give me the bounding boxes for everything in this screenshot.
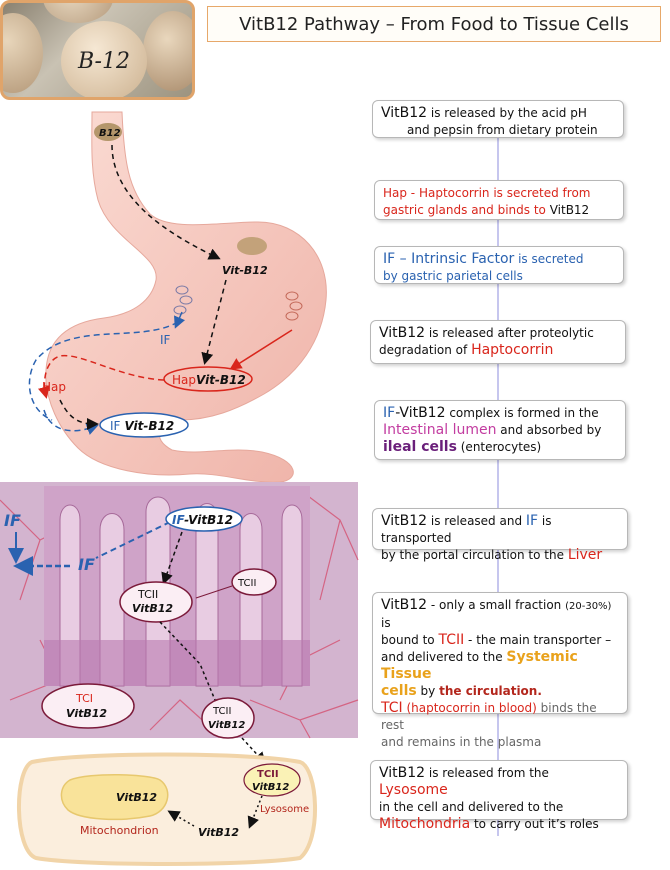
egg-main: B-12 bbox=[61, 21, 147, 97]
tcii-a-2: VitB12 bbox=[132, 602, 173, 615]
step-3: IF – Intrinsic Factor is secreted by gas… bbox=[374, 246, 624, 284]
step-2: Hap - Haptocorrin is secreted from gastr… bbox=[374, 180, 624, 220]
vit-from-lyso bbox=[247, 795, 263, 829]
svg-text:IF-VitB12: IF-VitB12 bbox=[172, 513, 233, 527]
lysosome-label: Lysosome bbox=[260, 804, 309, 815]
egg-right bbox=[143, 11, 192, 91]
if-vit-complex bbox=[99, 412, 189, 438]
tcii-vitb12-a bbox=[119, 581, 193, 623]
if-label-1: IF bbox=[160, 333, 171, 347]
if-left-label: IF bbox=[4, 511, 21, 530]
tcii-c-2: VitB12 bbox=[208, 720, 245, 731]
step-8: VitB12 is released from the Lysosome in … bbox=[370, 760, 628, 832]
vit-bottom: VitB12 bbox=[198, 826, 239, 839]
mito-vit: VitB12 bbox=[116, 791, 157, 804]
lyso-2: VitB12 bbox=[252, 782, 289, 793]
b12-label: B12 bbox=[99, 128, 121, 139]
if-loop-1 bbox=[28, 321, 179, 421]
page-title: VitB12 Pathway – From Food to Tissue Cel… bbox=[207, 6, 661, 42]
tcii-a-1: TCII bbox=[137, 588, 158, 601]
vit-path-1 bbox=[111, 144, 221, 260]
egg-label: B-12 bbox=[77, 48, 130, 74]
vit-down-2 bbox=[159, 621, 223, 715]
tci-vitb12 bbox=[41, 683, 135, 729]
mitochondrion-label: Mitochondrion bbox=[80, 824, 159, 837]
step-connector bbox=[497, 136, 499, 836]
parietal-cells-left bbox=[173, 285, 193, 315]
tcii-vitb12-c bbox=[201, 697, 255, 739]
hap-loop bbox=[38, 354, 165, 399]
if-from-complex bbox=[95, 521, 171, 559]
vit-down-1 bbox=[161, 531, 183, 585]
if-vitb12-tissue bbox=[165, 506, 243, 532]
lysosome bbox=[243, 763, 301, 797]
if-arrow-small bbox=[174, 311, 186, 329]
food-particle bbox=[237, 237, 267, 255]
parietal-cells-right bbox=[285, 291, 303, 321]
stomach-shape bbox=[45, 111, 327, 483]
b12-dot bbox=[94, 123, 122, 141]
step-7: VitB12 - only a small fraction (20-30%) … bbox=[372, 592, 628, 749]
step-1: VitB12 is released by the acid pH and pe… bbox=[372, 100, 624, 138]
lyso-1: TCII bbox=[257, 769, 279, 780]
tcii-b bbox=[231, 568, 277, 596]
if-vit-vit: -VitB12 bbox=[184, 513, 233, 527]
hap-complex-hap: Hap bbox=[172, 373, 196, 387]
if-complex-vit: Vit-B12 bbox=[124, 419, 174, 433]
svg-text:HapVit-B12: HapVit-B12 bbox=[172, 373, 246, 387]
mitochondrion bbox=[60, 774, 169, 821]
tci-2: VitB12 bbox=[66, 707, 107, 720]
if-complex-if: IF bbox=[110, 419, 121, 433]
egg-back bbox=[43, 3, 113, 23]
hap-arrow bbox=[229, 329, 293, 370]
if-arrow-label: IF bbox=[78, 555, 95, 574]
tci-1: TCI bbox=[75, 692, 93, 705]
tcii-c-1: TCII bbox=[212, 706, 231, 717]
tcii-b-arrow bbox=[195, 585, 233, 599]
step-5: IF-VitB12 complex is formed in the Intes… bbox=[374, 400, 626, 460]
hap-label: Hap bbox=[42, 380, 66, 394]
step-6: VitB12 is released and IF is transported… bbox=[372, 508, 628, 563]
step-4: VitB12 is released after proteolytic deg… bbox=[370, 320, 626, 364]
egg-photo: B-12 bbox=[0, 0, 195, 100]
if-vit-if: IF bbox=[172, 513, 185, 527]
vit-b12-label: Vit-B12 bbox=[222, 264, 268, 277]
hap-vit-complex bbox=[163, 366, 253, 392]
hap-complex-vit: Vit-B12 bbox=[196, 373, 246, 387]
tcii-b-label: TCII bbox=[237, 578, 256, 589]
crypt-layer bbox=[44, 640, 310, 686]
